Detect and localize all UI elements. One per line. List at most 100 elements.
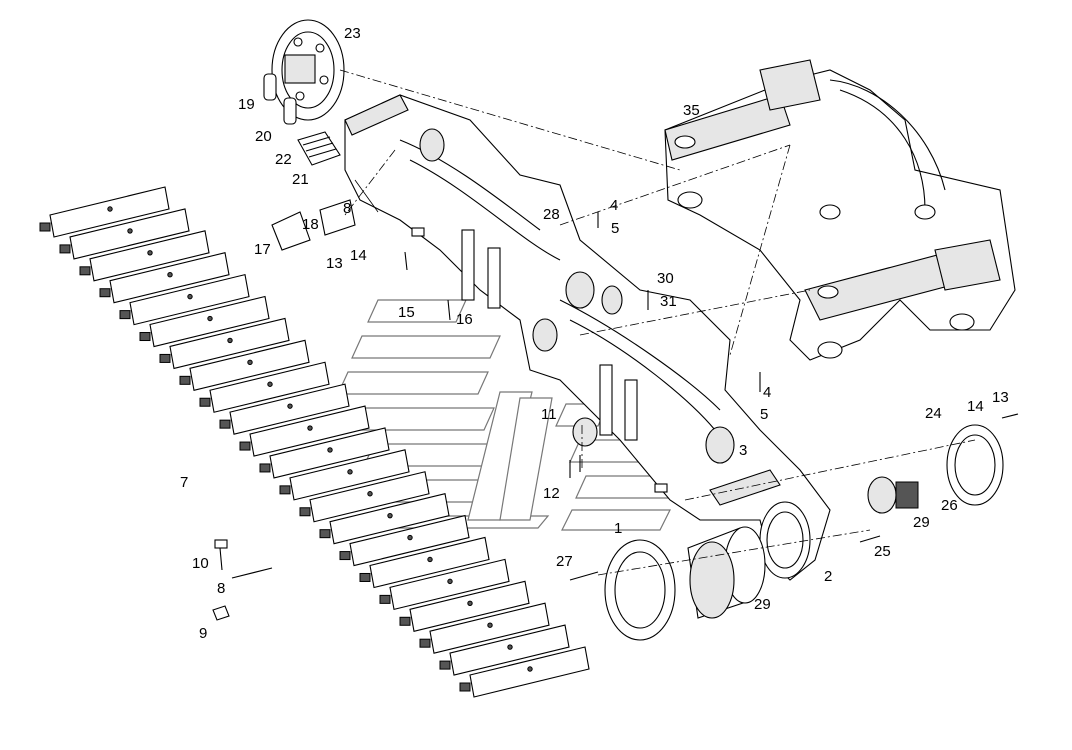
track-shoe [69, 208, 190, 260]
callout-29a: 29 [913, 514, 930, 531]
track-pin [187, 293, 193, 300]
track-shoe [369, 536, 490, 589]
callout-21: 21 [292, 171, 309, 188]
track-pin [207, 315, 213, 322]
track-grouser [239, 441, 251, 451]
tensioner-parts [263, 73, 379, 251]
callout-27: 27 [556, 553, 573, 570]
assembly-lines [339, 69, 976, 576]
callout-29b: 29 [754, 596, 771, 613]
track-grouser [59, 244, 71, 254]
track-pin [467, 600, 473, 606]
track-shoe [289, 449, 410, 501]
track-grouser [359, 572, 371, 582]
track-grouser [319, 529, 331, 539]
track-grouser [99, 288, 111, 298]
callout-5b: 5 [760, 406, 768, 423]
track-pin [107, 206, 113, 212]
track-pin [127, 228, 133, 234]
callout-28: 28 [543, 206, 560, 223]
callout-22: 22 [275, 151, 292, 168]
track-grouser [199, 397, 211, 407]
callout-25: 25 [874, 543, 891, 560]
track-pin [487, 622, 493, 628]
fasteners [212, 212, 1019, 621]
track-pin [447, 578, 453, 585]
track-grouser [79, 266, 91, 276]
track-grouser [379, 594, 391, 604]
callout-14a: 14 [350, 247, 367, 264]
track-shoe [469, 646, 590, 698]
track-pin [427, 556, 433, 563]
track-shoe [389, 558, 510, 611]
track-pin [407, 534, 413, 541]
frame-cross-member [664, 59, 1016, 361]
track-pin [387, 512, 393, 519]
track-pin [347, 469, 353, 475]
callout-23: 23 [344, 25, 361, 42]
track-grouser [39, 222, 51, 232]
track-grouser [299, 507, 311, 517]
callout-16: 16 [456, 311, 473, 328]
track-frame [344, 94, 831, 581]
track-chain [39, 186, 590, 698]
track-grouser [259, 463, 271, 473]
track-grouser [339, 551, 351, 561]
track-pin [167, 272, 173, 278]
callout-10: 10 [192, 555, 209, 572]
track-pin [307, 425, 313, 431]
track-grouser [279, 485, 291, 495]
callout-1: 1 [614, 520, 622, 537]
callout-13a: 13 [326, 255, 343, 272]
callout-35: 35 [683, 102, 700, 119]
track-grouser [139, 332, 151, 342]
track-shoe [149, 295, 270, 348]
track-grouser [439, 660, 451, 670]
track-shoe [49, 186, 170, 238]
callout-2: 2 [824, 568, 832, 585]
track-shoe [309, 471, 430, 523]
callout-12: 12 [543, 485, 560, 502]
track-grouser [119, 310, 131, 320]
track-pin [527, 666, 533, 672]
track-shoe [249, 405, 370, 457]
track-grouser [159, 353, 171, 363]
callout-30: 30 [657, 270, 674, 287]
track-shoe [169, 317, 290, 370]
track-shoe [329, 492, 450, 545]
track-pin [227, 337, 233, 344]
callout-15: 15 [398, 304, 415, 321]
track-pin [147, 250, 153, 256]
track-shoe [209, 361, 330, 413]
track-grouser [419, 638, 431, 648]
callout-17: 17 [254, 241, 271, 258]
track-shoe [429, 602, 550, 654]
track-shoe [269, 427, 390, 479]
callout-5a: 5 [611, 220, 619, 237]
callout-8b: 8 [217, 580, 225, 597]
track-grouser [179, 375, 191, 385]
callout-13b: 13 [992, 389, 1009, 406]
callout-3: 3 [739, 442, 747, 459]
track-grouser [459, 682, 471, 692]
track-shoe [129, 273, 250, 326]
callout-4b: 4 [763, 384, 771, 401]
final-drive [604, 424, 1004, 641]
track-pin [507, 644, 513, 650]
callout-4a: 4 [610, 197, 618, 214]
track-pin [327, 447, 333, 453]
callout-24: 24 [925, 405, 942, 422]
callout-7: 7 [180, 474, 188, 491]
callout-9: 9 [199, 625, 207, 642]
callout-26: 26 [941, 497, 958, 514]
track-shoe [409, 580, 530, 632]
track-pin [247, 359, 253, 366]
track-shoe [89, 230, 210, 282]
idler-wheel [271, 19, 345, 121]
callout-14b: 14 [967, 398, 984, 415]
track-grouser [399, 616, 411, 626]
callout-11: 11 [541, 406, 557, 423]
track-rollers [419, 128, 735, 464]
callout-18: 18 [302, 216, 319, 233]
